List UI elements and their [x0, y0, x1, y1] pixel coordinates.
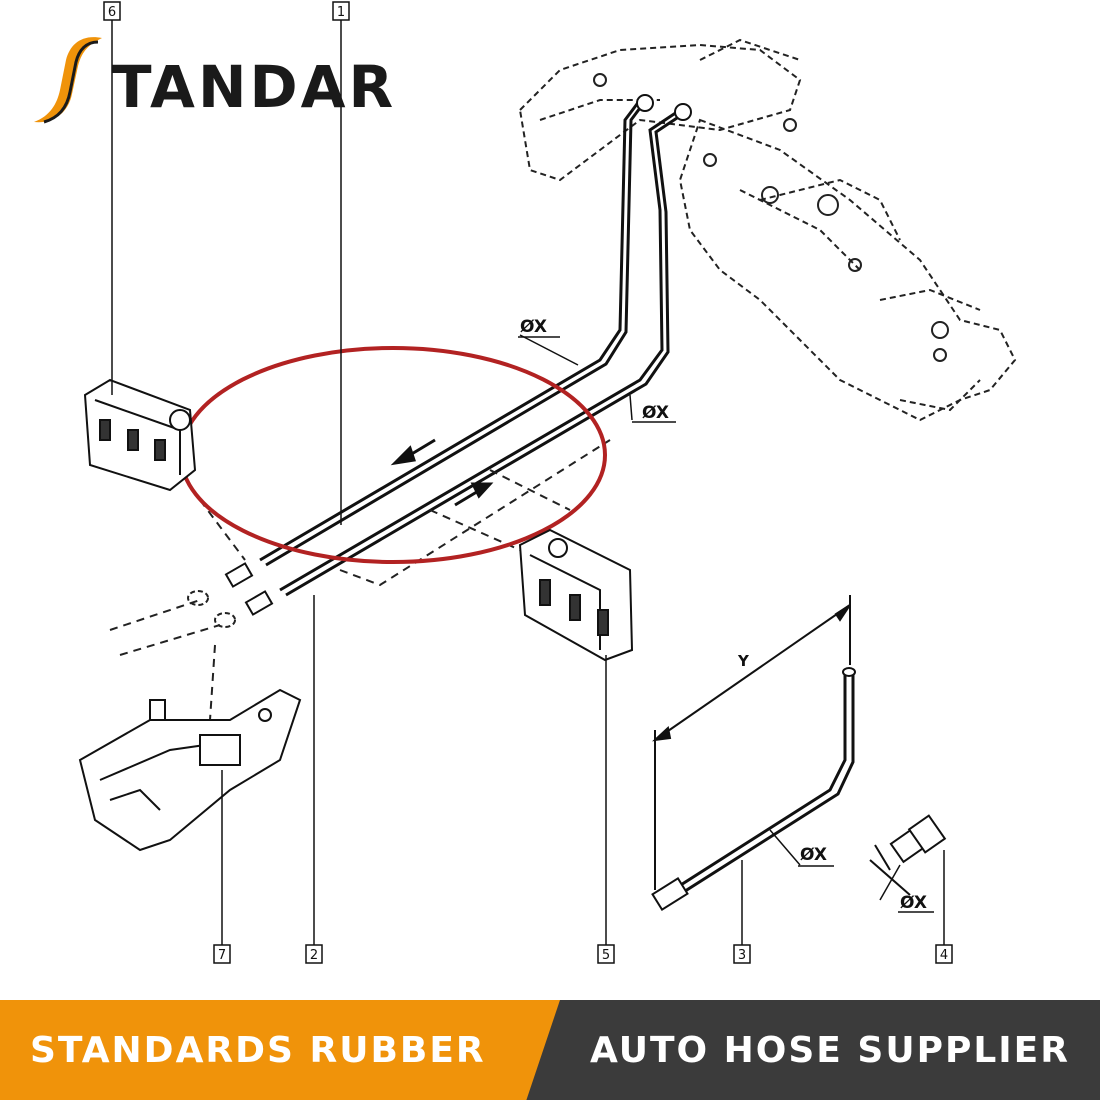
fitting-4	[869, 814, 947, 896]
dimension-y	[651, 595, 851, 890]
callout-2: 2	[305, 944, 323, 964]
pipe-3	[664, 672, 855, 902]
footer-left-text: STANDARDS RUBBER	[30, 1029, 486, 1071]
footer-right-text: AUTO HOSE SUPPLIER	[589, 1029, 1070, 1071]
pipe-end-fittings	[224, 94, 692, 616]
dimension-label-fitting-4: ØX	[900, 893, 927, 913]
highlight-ellipse	[179, 346, 607, 564]
callout-1-label: 1	[337, 5, 345, 20]
brand-logo: TANDAR	[30, 30, 430, 130]
callout-6-label: 6	[108, 5, 116, 20]
parts-diagram: 6 1 7 2 5 3 4 ØX ØX ØX ØX Y	[78, 1, 1017, 964]
footer-left-panel: STANDARDS RUBBER	[0, 1000, 560, 1100]
bracket-7	[78, 688, 302, 852]
axle-subframe	[518, 38, 1017, 422]
footer-banner: AUTO HOSE SUPPLIER STANDARDS RUBBER	[0, 1000, 1100, 1100]
dimension-label-upper-pipe: ØX	[520, 317, 547, 337]
callout-4-label: 4	[940, 948, 948, 963]
footer-right-panel: AUTO HOSE SUPPLIER	[500, 1000, 1100, 1100]
flow-arrow-right	[454, 482, 494, 507]
dimension-label-lower-pipe: ØX	[642, 403, 669, 423]
logo-text: TANDAR	[112, 53, 397, 121]
construction-lines	[109, 439, 611, 721]
callout-7-label: 7	[218, 948, 226, 963]
clip-6-bracket	[83, 378, 197, 492]
callout-6: 6	[103, 1, 121, 21]
callout-2-label: 2	[310, 948, 318, 963]
pipe-3-fittings	[651, 667, 856, 911]
callout-3-label: 3	[738, 948, 746, 963]
callout-1: 1	[332, 1, 350, 21]
leader-lines	[111, 20, 945, 945]
callout-5-label: 5	[602, 948, 610, 963]
clip-5-bracket	[518, 528, 634, 662]
brake-pipe-upper	[259, 99, 648, 567]
dimension-label-pipe-3: ØX	[800, 845, 827, 865]
flow-arrow-left	[390, 438, 436, 466]
callout-3: 3	[733, 944, 751, 964]
callout-5: 5	[597, 944, 615, 964]
callout-4: 4	[935, 944, 953, 964]
diagram-canvas: 6 1 7 2 5 3 4 ØX ØX ØX ØX Y	[78, 1, 1017, 964]
axle-bolts	[593, 73, 949, 362]
logo-swoosh-icon	[34, 37, 102, 124]
dimension-label-length-y: Y	[737, 652, 750, 670]
bolts-dashed	[187, 590, 236, 628]
brake-pipe-lower	[279, 108, 687, 597]
callout-7: 7	[213, 944, 231, 964]
